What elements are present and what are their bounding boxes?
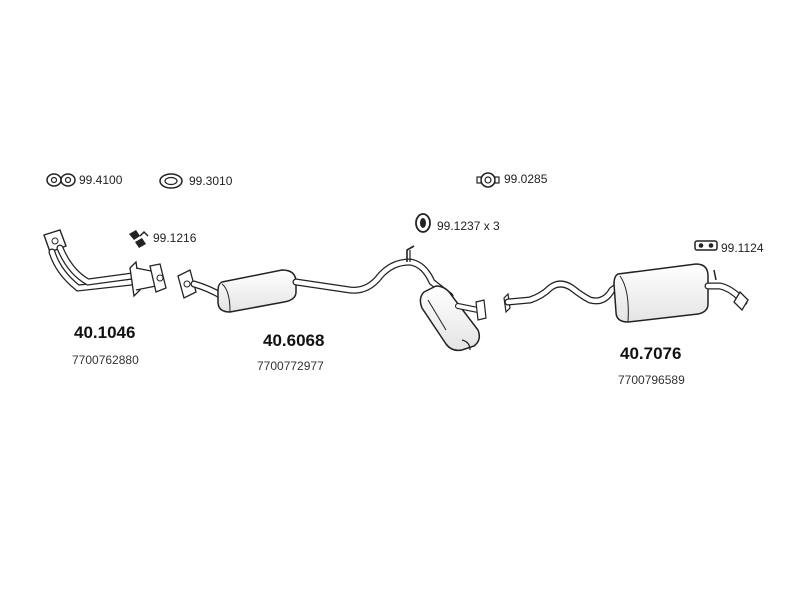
accessory-label-ring-gasket: 99.3010 [189, 174, 233, 188]
rear-silencer[interactable] [503, 263, 749, 323]
accessory-label-clamp-ring: 99.0285 [504, 172, 548, 186]
rubber-mount-icon[interactable] [413, 212, 433, 234]
part-number-front-pipe[interactable]: 40.1046 [74, 323, 136, 342]
accessory-label-gasket-pair: 99.4100 [79, 173, 123, 187]
part-number-rear-silencer[interactable]: 40.7076 [620, 344, 682, 363]
oem-number-rear-silencer: 7700796589 [618, 373, 685, 387]
accessory-label-rubber-mount: 99.1237 x 3 [437, 219, 500, 233]
accessory-label-clamp-bracket: 99.1216 [153, 231, 197, 245]
gasket-pair-icon[interactable] [46, 172, 76, 188]
part-number-middle-silencer[interactable]: 40.6068 [263, 331, 325, 350]
middle-silencer-pipe[interactable] [177, 245, 487, 352]
front-pipe[interactable] [43, 229, 167, 298]
rear-hanger-icon[interactable] [693, 237, 721, 253]
ring-gasket-icon[interactable] [158, 172, 184, 190]
oem-number-middle-silencer: 7700772977 [257, 359, 324, 373]
clamp-bracket-icon[interactable] [126, 228, 150, 250]
clamp-ring-icon[interactable] [476, 171, 500, 189]
accessory-label-rear-hanger: 99.1124 [721, 241, 764, 255]
oem-number-front-pipe: 7700762880 [72, 353, 139, 367]
